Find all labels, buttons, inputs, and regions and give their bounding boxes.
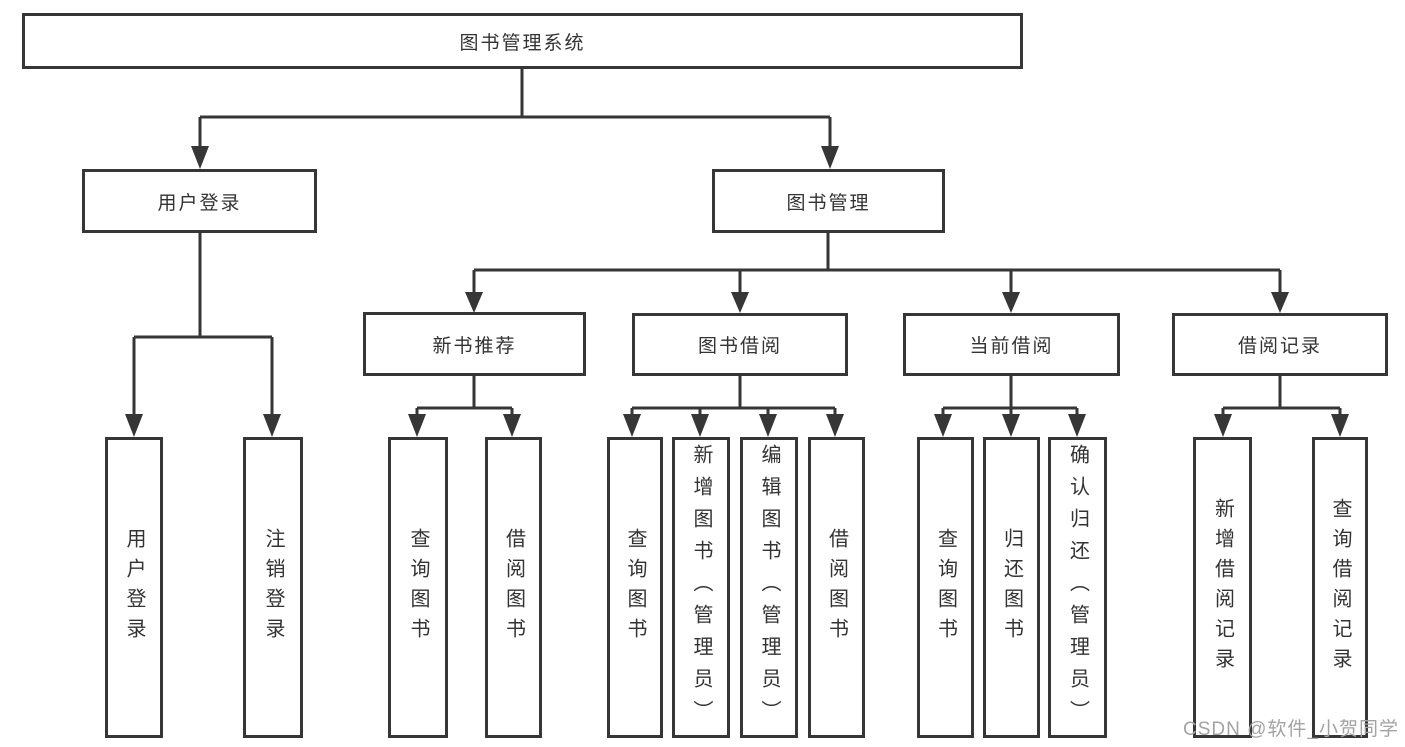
- node-leaf-logout: 注销登录: [243, 437, 303, 738]
- node-leaf-nb-query-books: 查询图书: [388, 437, 448, 738]
- node-leaf-bb-add-books-admin: 新增图书（管理员）: [672, 437, 730, 738]
- connector-bookborrow-to-leaves: [630, 376, 837, 418]
- node-new-book-recommend: 新书推荐: [363, 312, 586, 376]
- node-leaf-bb-query-books: 查询图书: [607, 437, 663, 738]
- node-book-management: 图书管理: [712, 169, 945, 233]
- connector-currentborrow-to-leaves: [941, 376, 1079, 418]
- connector-newbook-to-leaves: [415, 376, 514, 418]
- node-leaf-br-query-record: 查询借阅记录: [1312, 437, 1368, 738]
- node-user-login: 用户登录: [82, 169, 317, 233]
- node-leaf-br-add-record: 新增借阅记录: [1193, 437, 1252, 738]
- node-leaf-nb-borrow-books: 借阅图书: [485, 437, 542, 738]
- node-borrow-records: 借阅记录: [1172, 313, 1388, 376]
- connector-root-to-level1: [198, 69, 832, 148]
- node-library-management-system: 图书管理系统: [22, 13, 1023, 69]
- arrowheads: [125, 146, 1349, 437]
- node-leaf-bb-borrow-books: 借阅图书: [808, 437, 865, 738]
- node-current-borrow: 当前借阅: [903, 313, 1120, 376]
- node-book-borrow: 图书借阅: [632, 313, 848, 376]
- connector-records-to-leaves: [1221, 376, 1342, 418]
- node-leaf-user-login: 用户登录: [105, 437, 163, 738]
- connector-bookmgmt-to-level2: [472, 233, 1282, 294]
- node-leaf-bb-edit-books-admin: 编辑图书（管理员）: [740, 437, 798, 738]
- node-leaf-cb-return-books: 归还图书: [983, 437, 1040, 738]
- node-leaf-cb-confirm-return-admin: 确认归还（管理员）: [1048, 437, 1107, 738]
- watermark-text: CSDN @软件_小贺同学: [1183, 719, 1399, 740]
- node-leaf-cb-query-books: 查询图书: [917, 437, 974, 738]
- connector-userlogin-to-leaves: [132, 233, 274, 418]
